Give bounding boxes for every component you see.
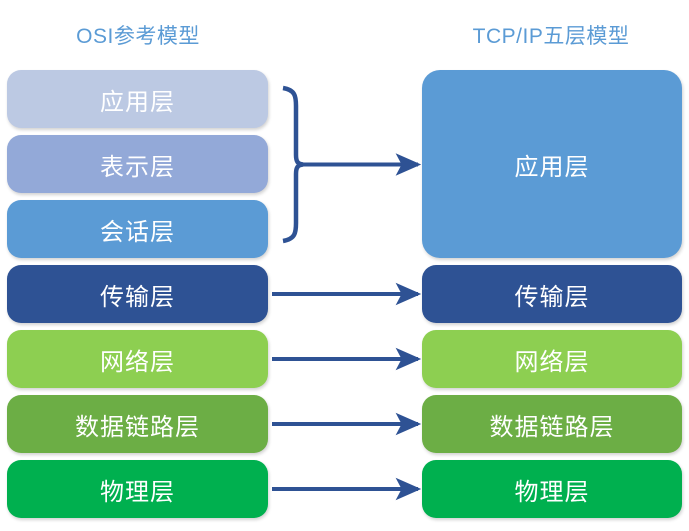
osi-layer-session-label: 会话层 — [100, 218, 175, 246]
tcpip-layer-datalink[interactable]: 数据链路层 — [422, 395, 682, 453]
osi-layer-network-label: 网络层 — [100, 348, 175, 376]
osi-layer-session[interactable]: 会话层 — [7, 200, 268, 258]
osi-layer-physical[interactable]: 物理层 — [7, 460, 268, 518]
tcpip-layer-transport[interactable]: 传输层 — [422, 265, 682, 323]
tcpip-layer-network[interactable]: 网络层 — [422, 330, 682, 388]
osi-layer-datalink[interactable]: 数据链路层 — [7, 395, 268, 453]
osi-layer-transport-label: 传输层 — [100, 283, 175, 311]
osi-layer-physical-label: 物理层 — [100, 478, 175, 506]
tcpip-layer-network-label: 网络层 — [514, 348, 590, 376]
tcpip-layer-application[interactable]: 应用层 — [422, 70, 682, 258]
left-column-title: OSI参考模型 — [76, 25, 200, 48]
tcpip-layer-datalink-label: 数据链路层 — [489, 413, 615, 441]
curly-brace-icon — [282, 85, 304, 244]
osi-layer-transport[interactable]: 传输层 — [7, 265, 268, 323]
osi-layer-datalink-label: 数据链路层 — [75, 413, 200, 441]
osi-layer-presentation-label: 表示层 — [100, 153, 175, 181]
osi-layer-application-label: 应用层 — [100, 88, 175, 116]
tcpip-layer-transport-label: 传输层 — [514, 283, 590, 311]
right-column-title: TCP/IP五层模型 — [472, 25, 630, 48]
osi-layer-presentation[interactable]: 表示层 — [7, 135, 268, 193]
tcpip-layer-physical-label: 物理层 — [514, 478, 590, 506]
tcpip-layer-application-label: 应用层 — [514, 153, 590, 181]
osi-layer-application[interactable]: 应用层 — [7, 70, 268, 128]
osi-layer-network[interactable]: 网络层 — [7, 330, 268, 388]
tcpip-layer-physical[interactable]: 物理层 — [422, 460, 682, 518]
